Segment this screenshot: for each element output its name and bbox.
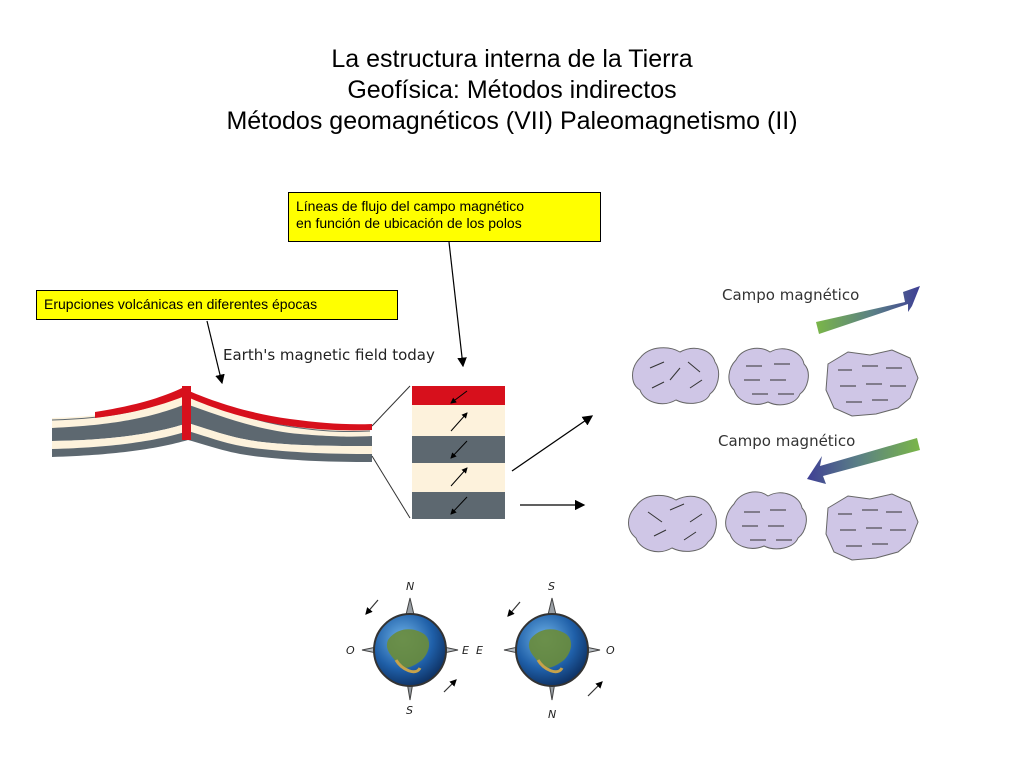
- rotation-arrow-left-b: [443, 679, 457, 693]
- field-arrow-left: [807, 438, 920, 484]
- pointer-arrow-upper: [511, 415, 594, 472]
- compass-globe-right: [503, 597, 603, 701]
- enlarged-strata-column: [412, 386, 505, 519]
- title-line-2: Geofísica: Métodos indirectos: [347, 76, 677, 104]
- eruption-callout-pointer: [206, 320, 225, 385]
- crystal-lattice-lower: [825, 493, 919, 561]
- compass-right-right: O: [606, 644, 615, 657]
- compass-left-top: N: [406, 580, 414, 593]
- zoom-line-top: [371, 385, 411, 427]
- flux-callout-pointer: [448, 241, 467, 368]
- magnetization-arrow-3: [450, 440, 468, 459]
- flux-lines-callout: Líneas de flujo del campo magnético en f…: [288, 192, 601, 242]
- eruptions-callout: Erupciones volcánicas en diferentes époc…: [36, 290, 398, 320]
- compass-right-left: E: [476, 644, 483, 657]
- campo-label-bottom: Campo magnético: [718, 432, 856, 450]
- earth-field-label: Earth's magnetic field today: [223, 346, 435, 364]
- field-arrow-right: [816, 286, 920, 334]
- aligned-grains-lower: [725, 491, 807, 550]
- slide-title: La estructura interna de la Tierra Geofí…: [0, 44, 1024, 137]
- crystal-lattice-upper: [825, 349, 919, 417]
- compass-left-bottom: S: [406, 704, 413, 717]
- rotation-arrow-left-a: [365, 599, 379, 615]
- rotation-arrow-right-b: [587, 681, 603, 697]
- random-grains-upper: [632, 347, 720, 405]
- magnetization-arrow-1: [450, 390, 468, 404]
- title-line-3: Métodos geomagnéticos (VII) Paleomagneti…: [226, 107, 798, 135]
- title-line-1: La estructura interna de la Tierra: [331, 45, 693, 73]
- magnetization-arrow-5: [450, 496, 468, 515]
- compass-globe-left: [361, 597, 459, 701]
- campo-label-top: Campo magnético: [722, 286, 860, 304]
- compass-right-bottom: N: [548, 708, 556, 721]
- flux-callout-line-2: en función de ubicación de los polos: [296, 215, 522, 231]
- random-grains-lower: [628, 495, 717, 553]
- aligned-grains-upper: [728, 347, 809, 406]
- compass-left-right: E: [462, 644, 469, 657]
- grain-arrows-lower: [647, 503, 906, 547]
- compass-right-top: S: [548, 580, 555, 593]
- zoom-line-bottom: [371, 455, 411, 519]
- magnetization-arrow-2: [450, 412, 468, 432]
- rock-strata-cross-section: [51, 386, 372, 462]
- rotation-arrow-right-a: [507, 601, 521, 617]
- compass-left-left: O: [346, 644, 355, 657]
- magnetization-arrow-4: [450, 467, 468, 487]
- grain-arrows-upper: [649, 361, 906, 403]
- flux-callout-line-1: Líneas de flujo del campo magnético: [296, 198, 525, 214]
- magnetization-panel-lower: [628, 491, 919, 561]
- volcanic-dike: [182, 386, 191, 440]
- magnetization-panel-upper: [632, 347, 919, 417]
